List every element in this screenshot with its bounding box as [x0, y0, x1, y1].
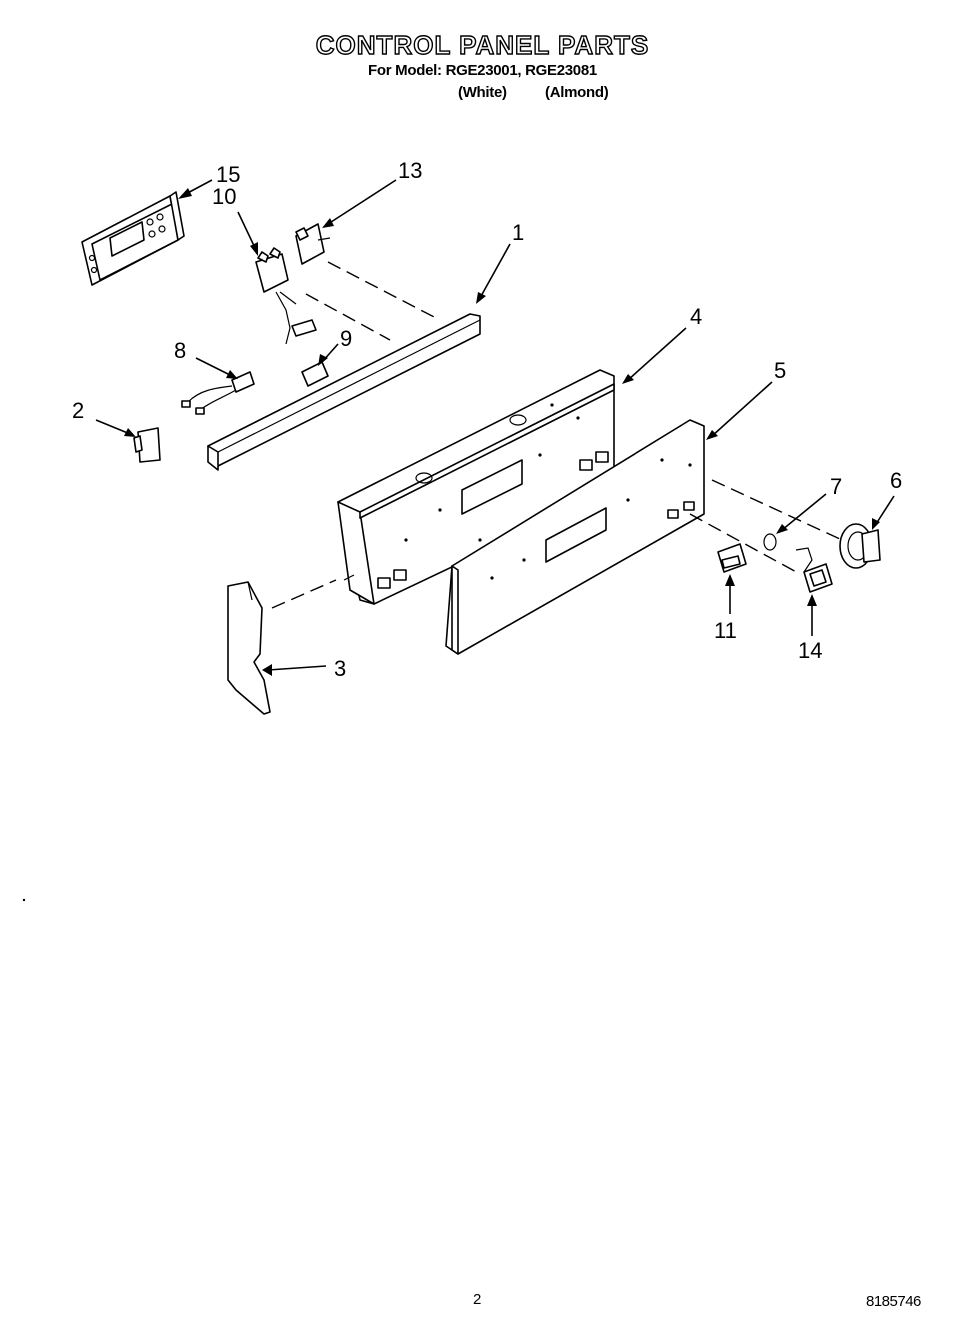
- page-number: 2: [473, 1291, 482, 1308]
- color-almond-label: (Almond): [545, 84, 609, 101]
- knob-part: [839, 523, 881, 569]
- stray-dot: [22, 898, 26, 902]
- switch-part-9: [301, 361, 329, 387]
- document-number: 8185746: [866, 1293, 921, 1310]
- callout-1: 1: [512, 220, 524, 245]
- leader-lines: [95, 179, 895, 676]
- model-numbers: For Model: RGE23001, RGE23081: [368, 62, 597, 79]
- callout-14: 14: [798, 638, 822, 663]
- callout-6: 6: [890, 468, 902, 493]
- switch-part-10: [255, 247, 317, 345]
- callout-10: 10: [212, 184, 236, 209]
- switch-part-13: [295, 223, 331, 265]
- control-panel-overlay-part: [445, 419, 705, 655]
- end-cap-part: [227, 581, 271, 715]
- wire-harness-part: [181, 371, 255, 415]
- callout-2: 2: [72, 398, 84, 423]
- control-panel-frame-part: [337, 369, 615, 605]
- trim-strip-part: [207, 313, 481, 471]
- switch-part-14: [795, 547, 833, 593]
- callout-8: 8: [174, 338, 186, 363]
- callout-11: 11: [714, 618, 737, 643]
- push-button-part: [717, 543, 747, 573]
- color-white-label: (White): [458, 84, 507, 101]
- callout-13: 13: [398, 158, 422, 183]
- bracket-part-2: [133, 427, 161, 463]
- clock-control-part: [81, 191, 185, 286]
- knob-clip-part: [763, 533, 777, 551]
- callout-5: 5: [774, 358, 786, 383]
- callout-7: 7: [830, 474, 842, 499]
- callout-3: 3: [334, 656, 346, 681]
- callout-4: 4: [690, 304, 702, 329]
- page-title: CONTROL PANEL PARTS: [315, 29, 650, 60]
- callout-9: 9: [340, 326, 352, 351]
- callout-15: 15: [216, 162, 240, 187]
